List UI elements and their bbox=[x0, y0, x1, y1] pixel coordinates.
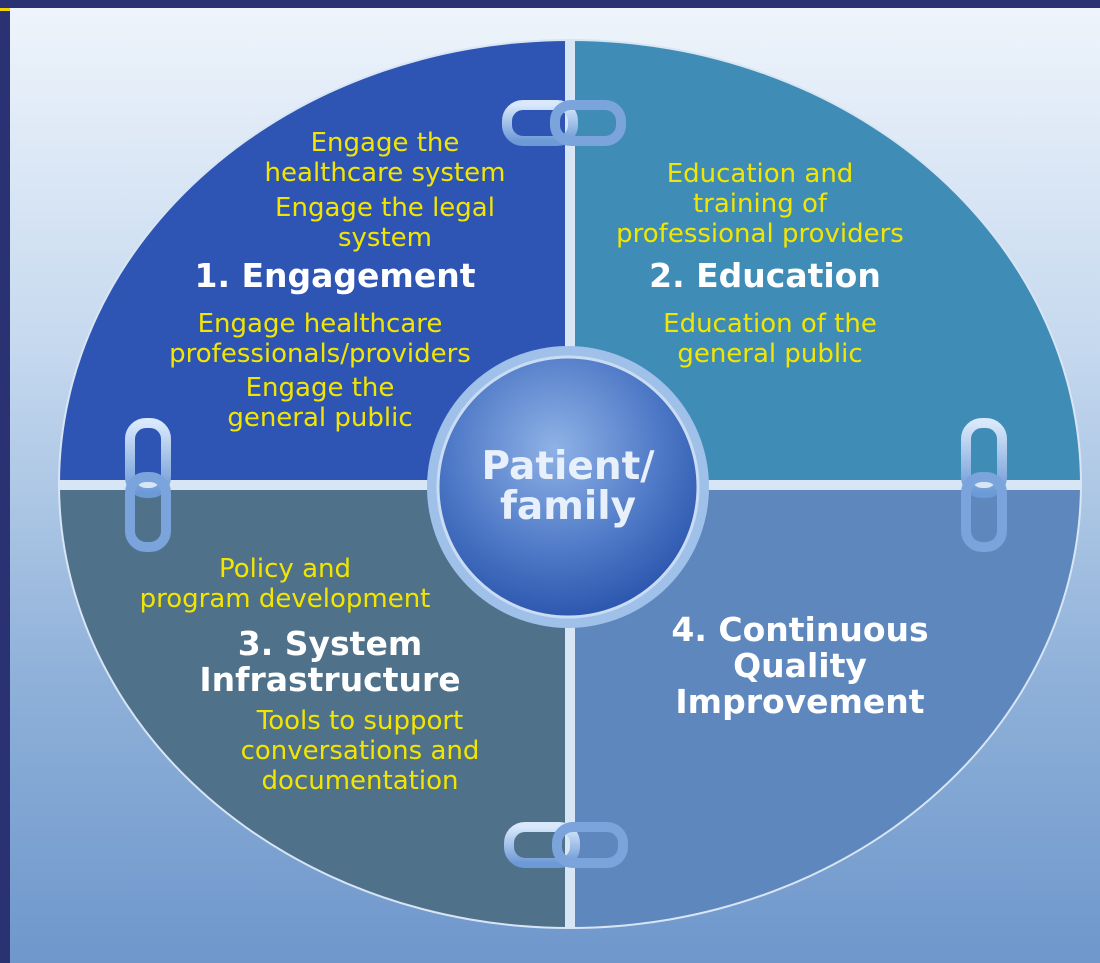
infrastructure-heading: 3. System Infrastructure bbox=[199, 624, 461, 699]
infrastructure-item-1: Policy and program development bbox=[139, 554, 431, 614]
engagement-item-4: Engage the general public bbox=[227, 373, 413, 433]
engagement-heading: 1. Engagement bbox=[194, 256, 476, 295]
engagement-item-3: Engage healthcare professionals/provider… bbox=[169, 309, 471, 369]
engagement-item-2: Engage the legal system bbox=[275, 193, 495, 253]
quality-heading: 4. Continuous Quality Improvement bbox=[671, 610, 929, 721]
center-circle bbox=[436, 355, 700, 619]
chain-link-icon bbox=[502, 100, 626, 146]
chain-link-icon bbox=[961, 418, 1007, 552]
chain-link-icon bbox=[125, 418, 171, 552]
infrastructure-item-2: Tools to support conversations and docum… bbox=[240, 706, 480, 796]
education-item-2: Education of the general public bbox=[663, 309, 877, 369]
education-heading: 2. Education bbox=[649, 256, 881, 295]
center-label: Patient/ family bbox=[481, 444, 655, 529]
engagement-item-1: Engage the healthcare system bbox=[264, 128, 506, 188]
education-item-1: Education and training of professional p… bbox=[616, 159, 904, 249]
chain-link-icon bbox=[504, 822, 628, 868]
accent-bar bbox=[0, 8, 10, 11]
